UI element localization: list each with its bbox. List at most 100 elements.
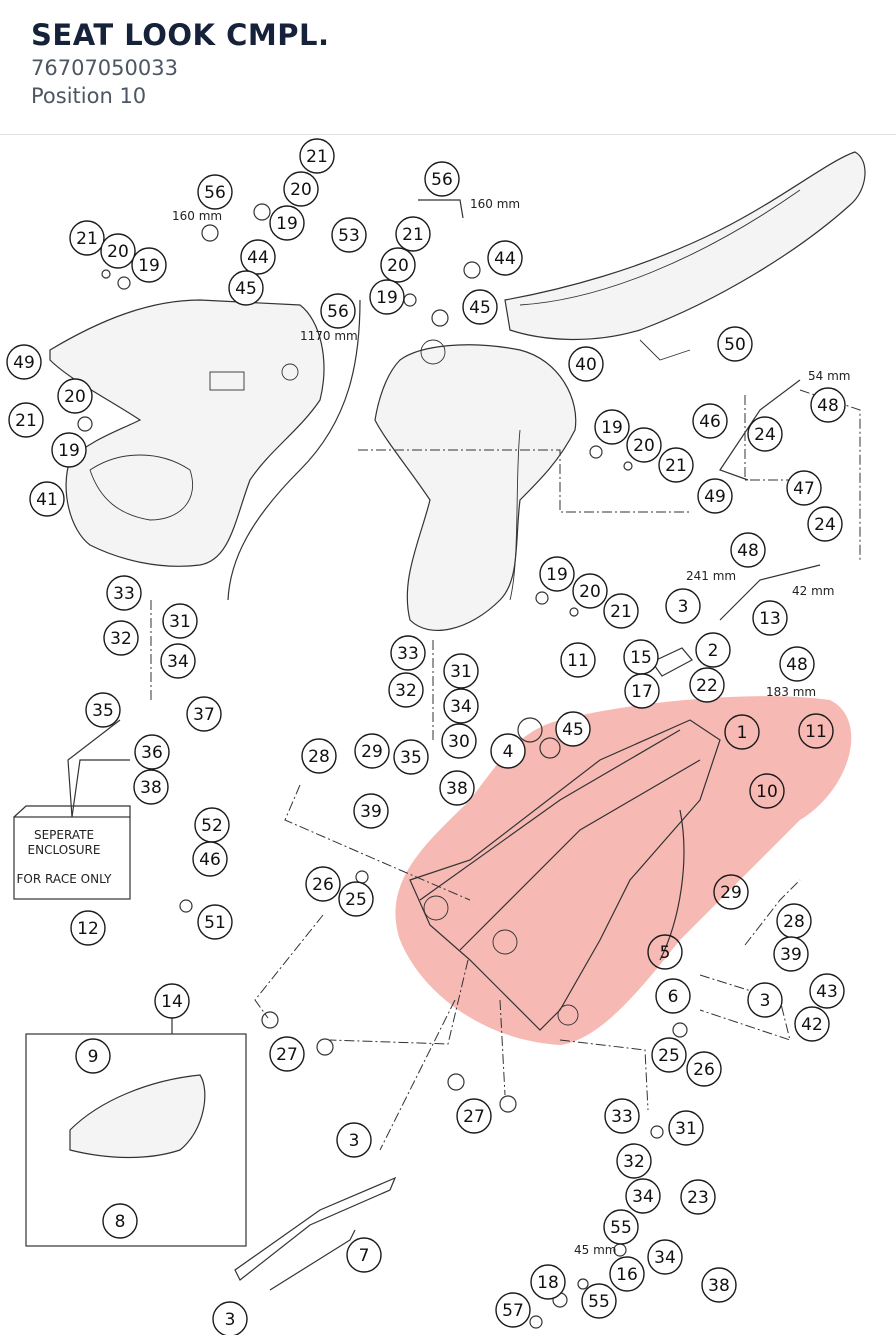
callout-19[interactable]: 19 <box>131 247 167 283</box>
callout-31[interactable]: 31 <box>162 603 198 639</box>
callout-6[interactable]: 6 <box>655 978 691 1014</box>
callout-31[interactable]: 31 <box>668 1110 704 1146</box>
callout-34[interactable]: 34 <box>647 1239 683 1275</box>
callout-38[interactable]: 38 <box>701 1267 737 1303</box>
callout-21[interactable]: 21 <box>8 402 44 438</box>
callout-25[interactable]: 25 <box>338 881 374 917</box>
callout-56[interactable]: 56 <box>320 293 356 329</box>
callout-3[interactable]: 3 <box>747 982 783 1018</box>
callout-55[interactable]: 55 <box>581 1283 617 1319</box>
callout-2[interactable]: 2 <box>695 632 731 668</box>
callout-29[interactable]: 29 <box>713 874 749 910</box>
callout-51[interactable]: 51 <box>197 904 233 940</box>
callout-30[interactable]: 30 <box>441 723 477 759</box>
callout-12[interactable]: 12 <box>70 910 106 946</box>
callout-20[interactable]: 20 <box>626 427 662 463</box>
callout-15[interactable]: 15 <box>623 639 659 675</box>
callout-45[interactable]: 45 <box>228 270 264 306</box>
callout-7[interactable]: 7 <box>346 1237 382 1273</box>
callout-37[interactable]: 37 <box>186 696 222 732</box>
callout-5[interactable]: 5 <box>647 934 683 970</box>
callout-43[interactable]: 43 <box>809 973 845 1009</box>
callout-20[interactable]: 20 <box>380 247 416 283</box>
callout-19[interactable]: 19 <box>539 556 575 592</box>
callout-14[interactable]: 14 <box>154 983 190 1019</box>
callout-27[interactable]: 27 <box>456 1098 492 1134</box>
callout-9[interactable]: 9 <box>75 1038 111 1074</box>
callout-55[interactable]: 55 <box>603 1209 639 1245</box>
callout-18[interactable]: 18 <box>530 1264 566 1300</box>
callout-24[interactable]: 24 <box>747 416 783 452</box>
callout-22[interactable]: 22 <box>689 667 725 703</box>
callout-3[interactable]: 3 <box>212 1301 248 1335</box>
callout-49[interactable]: 49 <box>6 344 42 380</box>
callout-45[interactable]: 45 <box>555 711 591 747</box>
callout-44[interactable]: 44 <box>487 240 523 276</box>
callout-17[interactable]: 17 <box>624 673 660 709</box>
callout-47[interactable]: 47 <box>786 470 822 506</box>
callout-35[interactable]: 35 <box>393 739 429 775</box>
callout-11[interactable]: 11 <box>798 713 834 749</box>
callout-42[interactable]: 42 <box>794 1006 830 1042</box>
callout-23[interactable]: 23 <box>680 1179 716 1215</box>
callout-16[interactable]: 16 <box>609 1256 645 1292</box>
callout-24[interactable]: 24 <box>807 506 843 542</box>
callout-8[interactable]: 8 <box>102 1203 138 1239</box>
callout-56[interactable]: 56 <box>424 161 460 197</box>
callout-28[interactable]: 28 <box>776 903 812 939</box>
callout-39[interactable]: 39 <box>773 936 809 972</box>
callout-32[interactable]: 32 <box>616 1143 652 1179</box>
callout-13[interactable]: 13 <box>752 600 788 636</box>
callout-48[interactable]: 48 <box>730 532 766 568</box>
callout-27[interactable]: 27 <box>269 1036 305 1072</box>
callout-35[interactable]: 35 <box>85 692 121 728</box>
callout-32[interactable]: 32 <box>388 672 424 708</box>
callout-26[interactable]: 26 <box>305 866 341 902</box>
callout-19[interactable]: 19 <box>51 432 87 468</box>
callout-38[interactable]: 38 <box>439 770 475 806</box>
callout-34[interactable]: 34 <box>443 688 479 724</box>
callout-45[interactable]: 45 <box>462 289 498 325</box>
callout-4[interactable]: 4 <box>490 733 526 769</box>
callout-31[interactable]: 31 <box>443 653 479 689</box>
callout-21[interactable]: 21 <box>395 216 431 252</box>
callout-20[interactable]: 20 <box>100 233 136 269</box>
callout-10[interactable]: 10 <box>749 773 785 809</box>
callout-56[interactable]: 56 <box>197 174 233 210</box>
callout-21[interactable]: 21 <box>299 138 335 174</box>
callout-50[interactable]: 50 <box>717 326 753 362</box>
callout-3[interactable]: 3 <box>665 588 701 624</box>
callout-20[interactable]: 20 <box>57 378 93 414</box>
callout-26[interactable]: 26 <box>686 1051 722 1087</box>
callout-25[interactable]: 25 <box>651 1037 687 1073</box>
callout-3[interactable]: 3 <box>336 1122 372 1158</box>
callout-19[interactable]: 19 <box>269 205 305 241</box>
callout-20[interactable]: 20 <box>572 573 608 609</box>
callout-19[interactable]: 19 <box>369 279 405 315</box>
callout-46[interactable]: 46 <box>692 403 728 439</box>
callout-34[interactable]: 34 <box>625 1178 661 1214</box>
callout-33[interactable]: 33 <box>390 635 426 671</box>
callout-33[interactable]: 33 <box>604 1098 640 1134</box>
callout-29[interactable]: 29 <box>354 733 390 769</box>
callout-48[interactable]: 48 <box>810 387 846 423</box>
callout-46[interactable]: 46 <box>192 841 228 877</box>
callout-20[interactable]: 20 <box>283 171 319 207</box>
callout-36[interactable]: 36 <box>134 734 170 770</box>
callout-39[interactable]: 39 <box>353 793 389 829</box>
callout-28[interactable]: 28 <box>301 738 337 774</box>
callout-34[interactable]: 34 <box>160 643 196 679</box>
callout-41[interactable]: 41 <box>29 481 65 517</box>
callout-19[interactable]: 19 <box>594 409 630 445</box>
callout-38[interactable]: 38 <box>133 769 169 805</box>
callout-40[interactable]: 40 <box>568 346 604 382</box>
callout-21[interactable]: 21 <box>603 593 639 629</box>
callout-48[interactable]: 48 <box>779 646 815 682</box>
callout-57[interactable]: 57 <box>495 1292 531 1328</box>
callout-52[interactable]: 52 <box>194 807 230 843</box>
callout-32[interactable]: 32 <box>103 620 139 656</box>
callout-1[interactable]: 1 <box>724 714 760 750</box>
callout-44[interactable]: 44 <box>240 239 276 275</box>
callout-49[interactable]: 49 <box>697 478 733 514</box>
callout-21[interactable]: 21 <box>658 447 694 483</box>
